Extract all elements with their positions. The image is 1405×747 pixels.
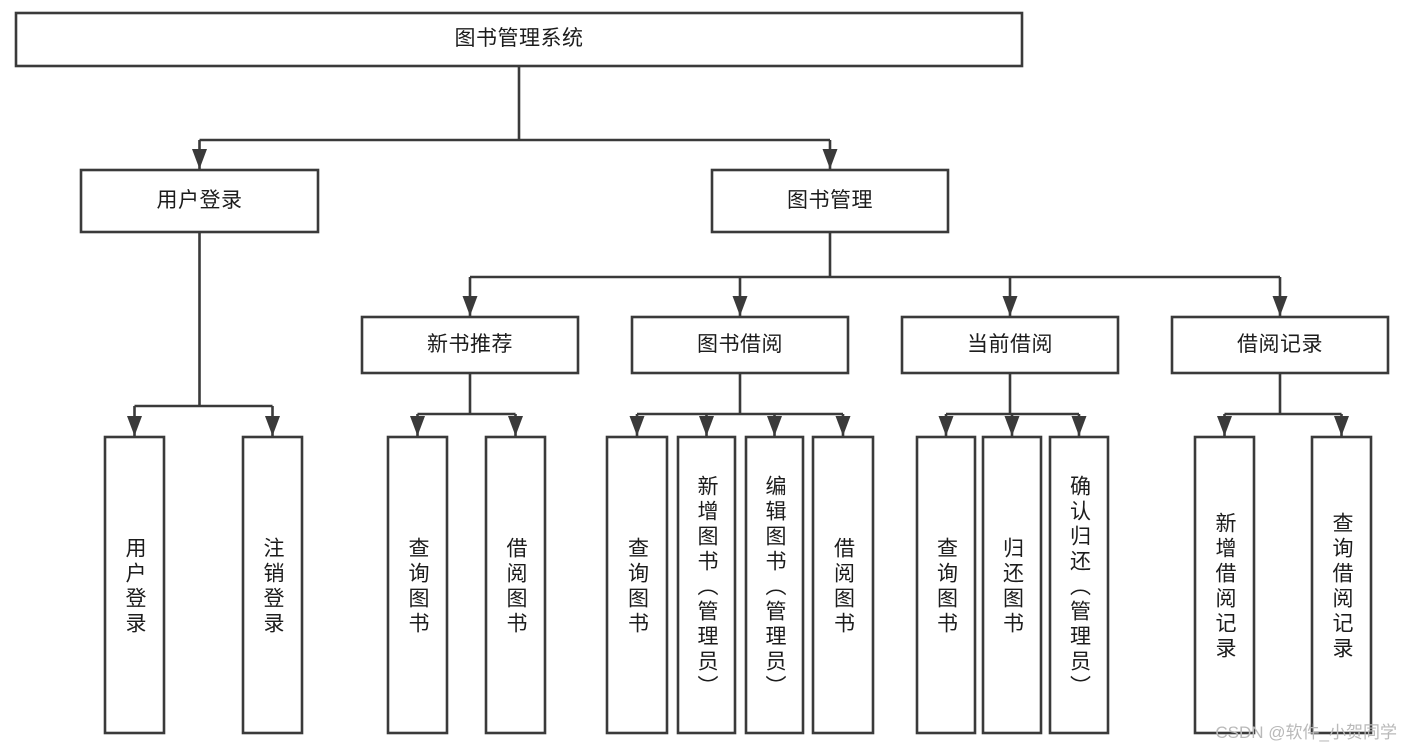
node-box-leaf-9[interactable] [981, 435, 1043, 735]
arrowhead-图书借阅-leaf-3 [835, 416, 851, 436]
node-boxes [14, 11, 1390, 735]
arrowhead-mgmt-to-level3-2 [1002, 296, 1018, 316]
node-box-leaf-7[interactable] [811, 435, 875, 735]
node-box-leaf-2[interactable] [386, 435, 449, 735]
csdn-watermark: CSDN @软件_小贺同学 [1215, 723, 1397, 742]
node-box-leaf-1[interactable] [241, 435, 304, 735]
arrowhead-root-to-level2-1 [822, 149, 838, 169]
arrowhead-图书借阅-leaf-0 [629, 416, 645, 436]
node-box-leaf-6[interactable] [744, 435, 805, 735]
node-box-level2-1[interactable] [710, 168, 950, 234]
arrowhead-借阅记录-leaf-1 [1334, 416, 1349, 436]
arrowhead-借阅记录-leaf-0 [1217, 416, 1232, 436]
node-box-leaf-12[interactable] [1310, 435, 1373, 735]
arrowhead-mgmt-to-level3-0 [462, 296, 478, 316]
node-box-leaf-4[interactable] [605, 435, 669, 735]
arrowhead-新书推荐-leaf-1 [508, 416, 523, 436]
node-box-leaf-0[interactable] [103, 435, 166, 735]
node-box-leaf-11[interactable] [1193, 435, 1256, 735]
node-box-level2-0[interactable] [79, 168, 320, 234]
arrowhead-图书借阅-leaf-2 [767, 416, 782, 436]
arrowhead-mgmt-to-level3-1 [732, 296, 748, 316]
node-box-leaf-3[interactable] [484, 435, 547, 735]
node-box-leaf-5[interactable] [676, 435, 737, 735]
connector-lines [127, 66, 1349, 436]
node-box-root-0[interactable] [14, 11, 1024, 68]
node-box-level3-0[interactable] [360, 315, 580, 375]
arrowhead-当前借阅-leaf-0 [938, 416, 954, 436]
node-box-level3-2[interactable] [900, 315, 1120, 375]
arrowhead-新书推荐-leaf-0 [410, 416, 425, 436]
arrowhead-图书借阅-leaf-1 [699, 416, 714, 436]
arrowhead-当前借阅-leaf-1 [1004, 416, 1020, 436]
arrowhead-用户登录-leaf-1 [265, 416, 280, 436]
node-box-leaf-10[interactable] [1048, 435, 1110, 735]
arrowhead-root-to-level2-0 [192, 149, 207, 169]
arrowhead-mgmt-to-level3-3 [1272, 296, 1288, 316]
node-box-level3-3[interactable] [1170, 315, 1390, 375]
node-box-level3-1[interactable] [630, 315, 850, 375]
arrowhead-当前借阅-leaf-2 [1071, 416, 1087, 436]
node-box-leaf-8[interactable] [915, 435, 977, 735]
arrowhead-用户登录-leaf-0 [127, 416, 142, 436]
